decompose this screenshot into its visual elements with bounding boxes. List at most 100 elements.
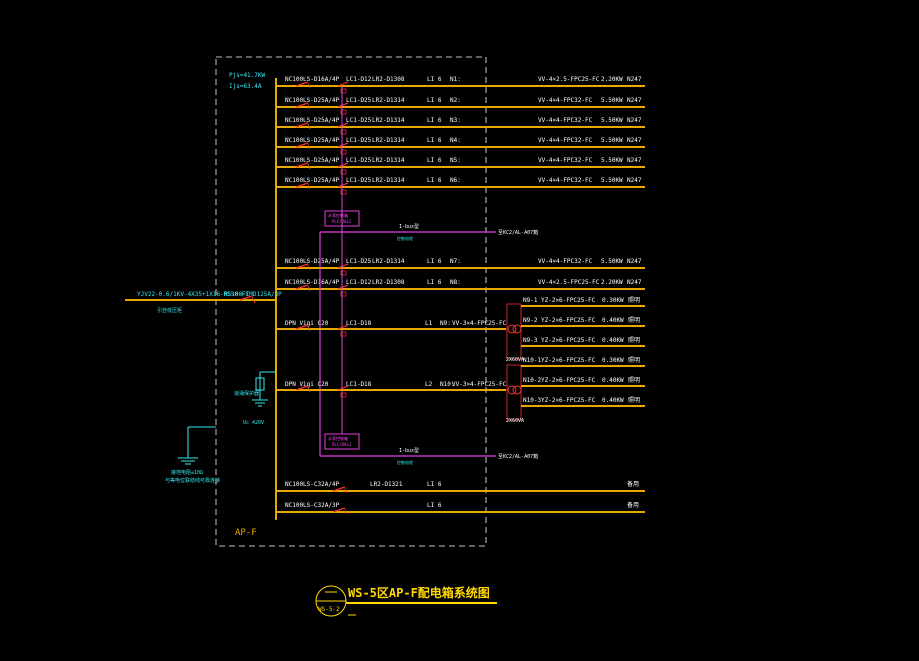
control-bus-type: I-bus型 bbox=[399, 223, 419, 230]
spare-ref: LI 6 bbox=[427, 502, 442, 509]
circuit-breaker-label: NC100LS-D25A/4P bbox=[285, 137, 340, 144]
spare-breaker: NC100LS-C32A/4P bbox=[285, 481, 340, 488]
ground-icon bbox=[178, 426, 216, 465]
thermal-relay-icon bbox=[340, 169, 347, 175]
contactor-icon bbox=[337, 81, 349, 87]
breaker-icon bbox=[295, 102, 309, 108]
spd-sub: Uc 420V bbox=[243, 420, 264, 426]
sub-circuit-power: 0.30KW bbox=[602, 297, 624, 304]
sub-circuit-load: 照明 bbox=[628, 377, 640, 384]
circuit-breaker-label: NC100LS-D25A/4P bbox=[285, 157, 340, 164]
breaker-trip-mark bbox=[307, 386, 311, 393]
breaker-icon bbox=[295, 284, 309, 290]
circuit-ref-label: LI 6 bbox=[427, 279, 442, 286]
circuit-cable: VV-4×4-FPC32-FC bbox=[538, 97, 593, 104]
circuit-power: 5.50KW bbox=[601, 177, 623, 184]
circuit-breaker-label: NC100LS-D25A/4P bbox=[285, 258, 340, 265]
spare-label: 备用 bbox=[627, 480, 639, 488]
breaker-icon bbox=[295, 324, 309, 330]
group-contactor: LC1-D18 bbox=[346, 381, 372, 388]
circuit-load: N247 bbox=[627, 177, 642, 184]
ground-label-2: 与等电位联结线可靠连接 bbox=[165, 477, 220, 484]
circuit-power: 5.50KW bbox=[601, 97, 623, 104]
group-cable: VV-3×4-FPC25-FC bbox=[452, 320, 507, 327]
control-target: 至KC2/AL-A07箱 bbox=[498, 453, 538, 460]
main-breaker-icon bbox=[239, 295, 256, 304]
control-bus-sub: 控制电缆 bbox=[397, 235, 413, 241]
circuit-relay-label: LR2-D1314 bbox=[372, 117, 405, 124]
circuit-power: 5.50KW bbox=[601, 137, 623, 144]
circuit-breaker-label: NC100LS-D16A/4P bbox=[285, 76, 340, 83]
circuit-relay-label: LR2-D1314 bbox=[372, 97, 405, 104]
sub-circuit-load: 照明 bbox=[628, 357, 640, 364]
circuit-power: 5.50KW bbox=[601, 258, 623, 265]
thermal-relay-icon bbox=[340, 331, 347, 337]
circuit-number: N2: bbox=[450, 97, 461, 104]
group-breaker: DPN Vigi C20 bbox=[285, 381, 329, 388]
spare-relay: LR2-D1321 bbox=[370, 481, 403, 488]
circuit-load: N247 bbox=[627, 157, 642, 164]
transformer-rating: 2X60VA bbox=[506, 418, 524, 424]
breaker-trip-mark bbox=[307, 325, 311, 332]
group-number: N9: bbox=[440, 320, 451, 327]
circuit-relay-label: LR2-D1314 bbox=[372, 157, 405, 164]
sub-circuit-power: 0.40KW bbox=[602, 337, 624, 344]
sub-circuit-number: N9-3 bbox=[523, 337, 538, 344]
sub-circuit-power: 0.30KW bbox=[602, 357, 624, 364]
circuit-power: 2.20KW bbox=[601, 76, 623, 83]
thermal-relay-icon bbox=[340, 149, 347, 155]
breaker-trip-mark bbox=[307, 183, 311, 190]
spare-breaker: NC100LS-C32A/3P bbox=[285, 502, 340, 509]
circuit-power: 2.20KW bbox=[601, 279, 623, 286]
circuit-contactor-label: LC1-D25 bbox=[346, 117, 372, 124]
circuit-breaker-label: NC100LS-D25A/4P bbox=[285, 97, 340, 104]
transformer-icon bbox=[507, 324, 517, 334]
controller-label: 水泵控制箱 bbox=[328, 435, 348, 441]
sub-circuit-number: N9-2 bbox=[523, 317, 538, 324]
group-contactor: LC1-D18 bbox=[346, 320, 372, 327]
circuit-cable: VV-4×4-FPC32-FC bbox=[538, 117, 593, 124]
control-bus-sub: 控制电缆 bbox=[397, 459, 413, 465]
group-phase: L2 bbox=[425, 381, 433, 388]
circuit-breaker-label: NC100LS-D25A/4P bbox=[285, 117, 340, 124]
breaker-icon bbox=[295, 385, 309, 391]
breaker-icon bbox=[295, 122, 309, 128]
circuit-ref-label: LI 6 bbox=[427, 97, 442, 104]
circuit-number: N4: bbox=[450, 137, 461, 144]
circuit-cable: VV-4×2.5-FPC25-FC bbox=[538, 76, 600, 83]
transformer-icon bbox=[507, 385, 517, 395]
thermal-relay-icon bbox=[340, 129, 347, 135]
breaker-trip-mark bbox=[344, 508, 348, 515]
circuit-number: N1: bbox=[450, 76, 461, 83]
circuit-ref-label: LI 6 bbox=[427, 177, 442, 184]
sub-circuit-load: 照明 bbox=[628, 297, 640, 304]
title-block bbox=[315, 585, 497, 617]
sub-circuit-load: 照明 bbox=[628, 317, 640, 324]
circuit-number: N5: bbox=[450, 157, 461, 164]
circuit-cable: VV-4×4-FPC32-FC bbox=[538, 258, 593, 265]
sub-circuit-cable: YZ-2×6-FPC25-FC bbox=[541, 377, 596, 384]
contactor-icon bbox=[337, 122, 349, 128]
control-target: 至KC2/AL-A07箱 bbox=[498, 229, 538, 236]
contactor-icon bbox=[337, 102, 349, 108]
thermal-relay-icon bbox=[340, 291, 347, 297]
spd-label: 浪涌保护器 bbox=[234, 390, 259, 397]
circuit-number: N8: bbox=[450, 279, 461, 286]
panel-name: AP-F bbox=[235, 528, 257, 538]
transformer-frame bbox=[506, 364, 522, 421]
incoming-main-breaker: NS100-TMD125A/3P bbox=[224, 291, 282, 298]
breaker-trip-mark bbox=[344, 487, 348, 494]
contactor-icon bbox=[337, 284, 349, 290]
breaker-icon bbox=[295, 263, 309, 269]
